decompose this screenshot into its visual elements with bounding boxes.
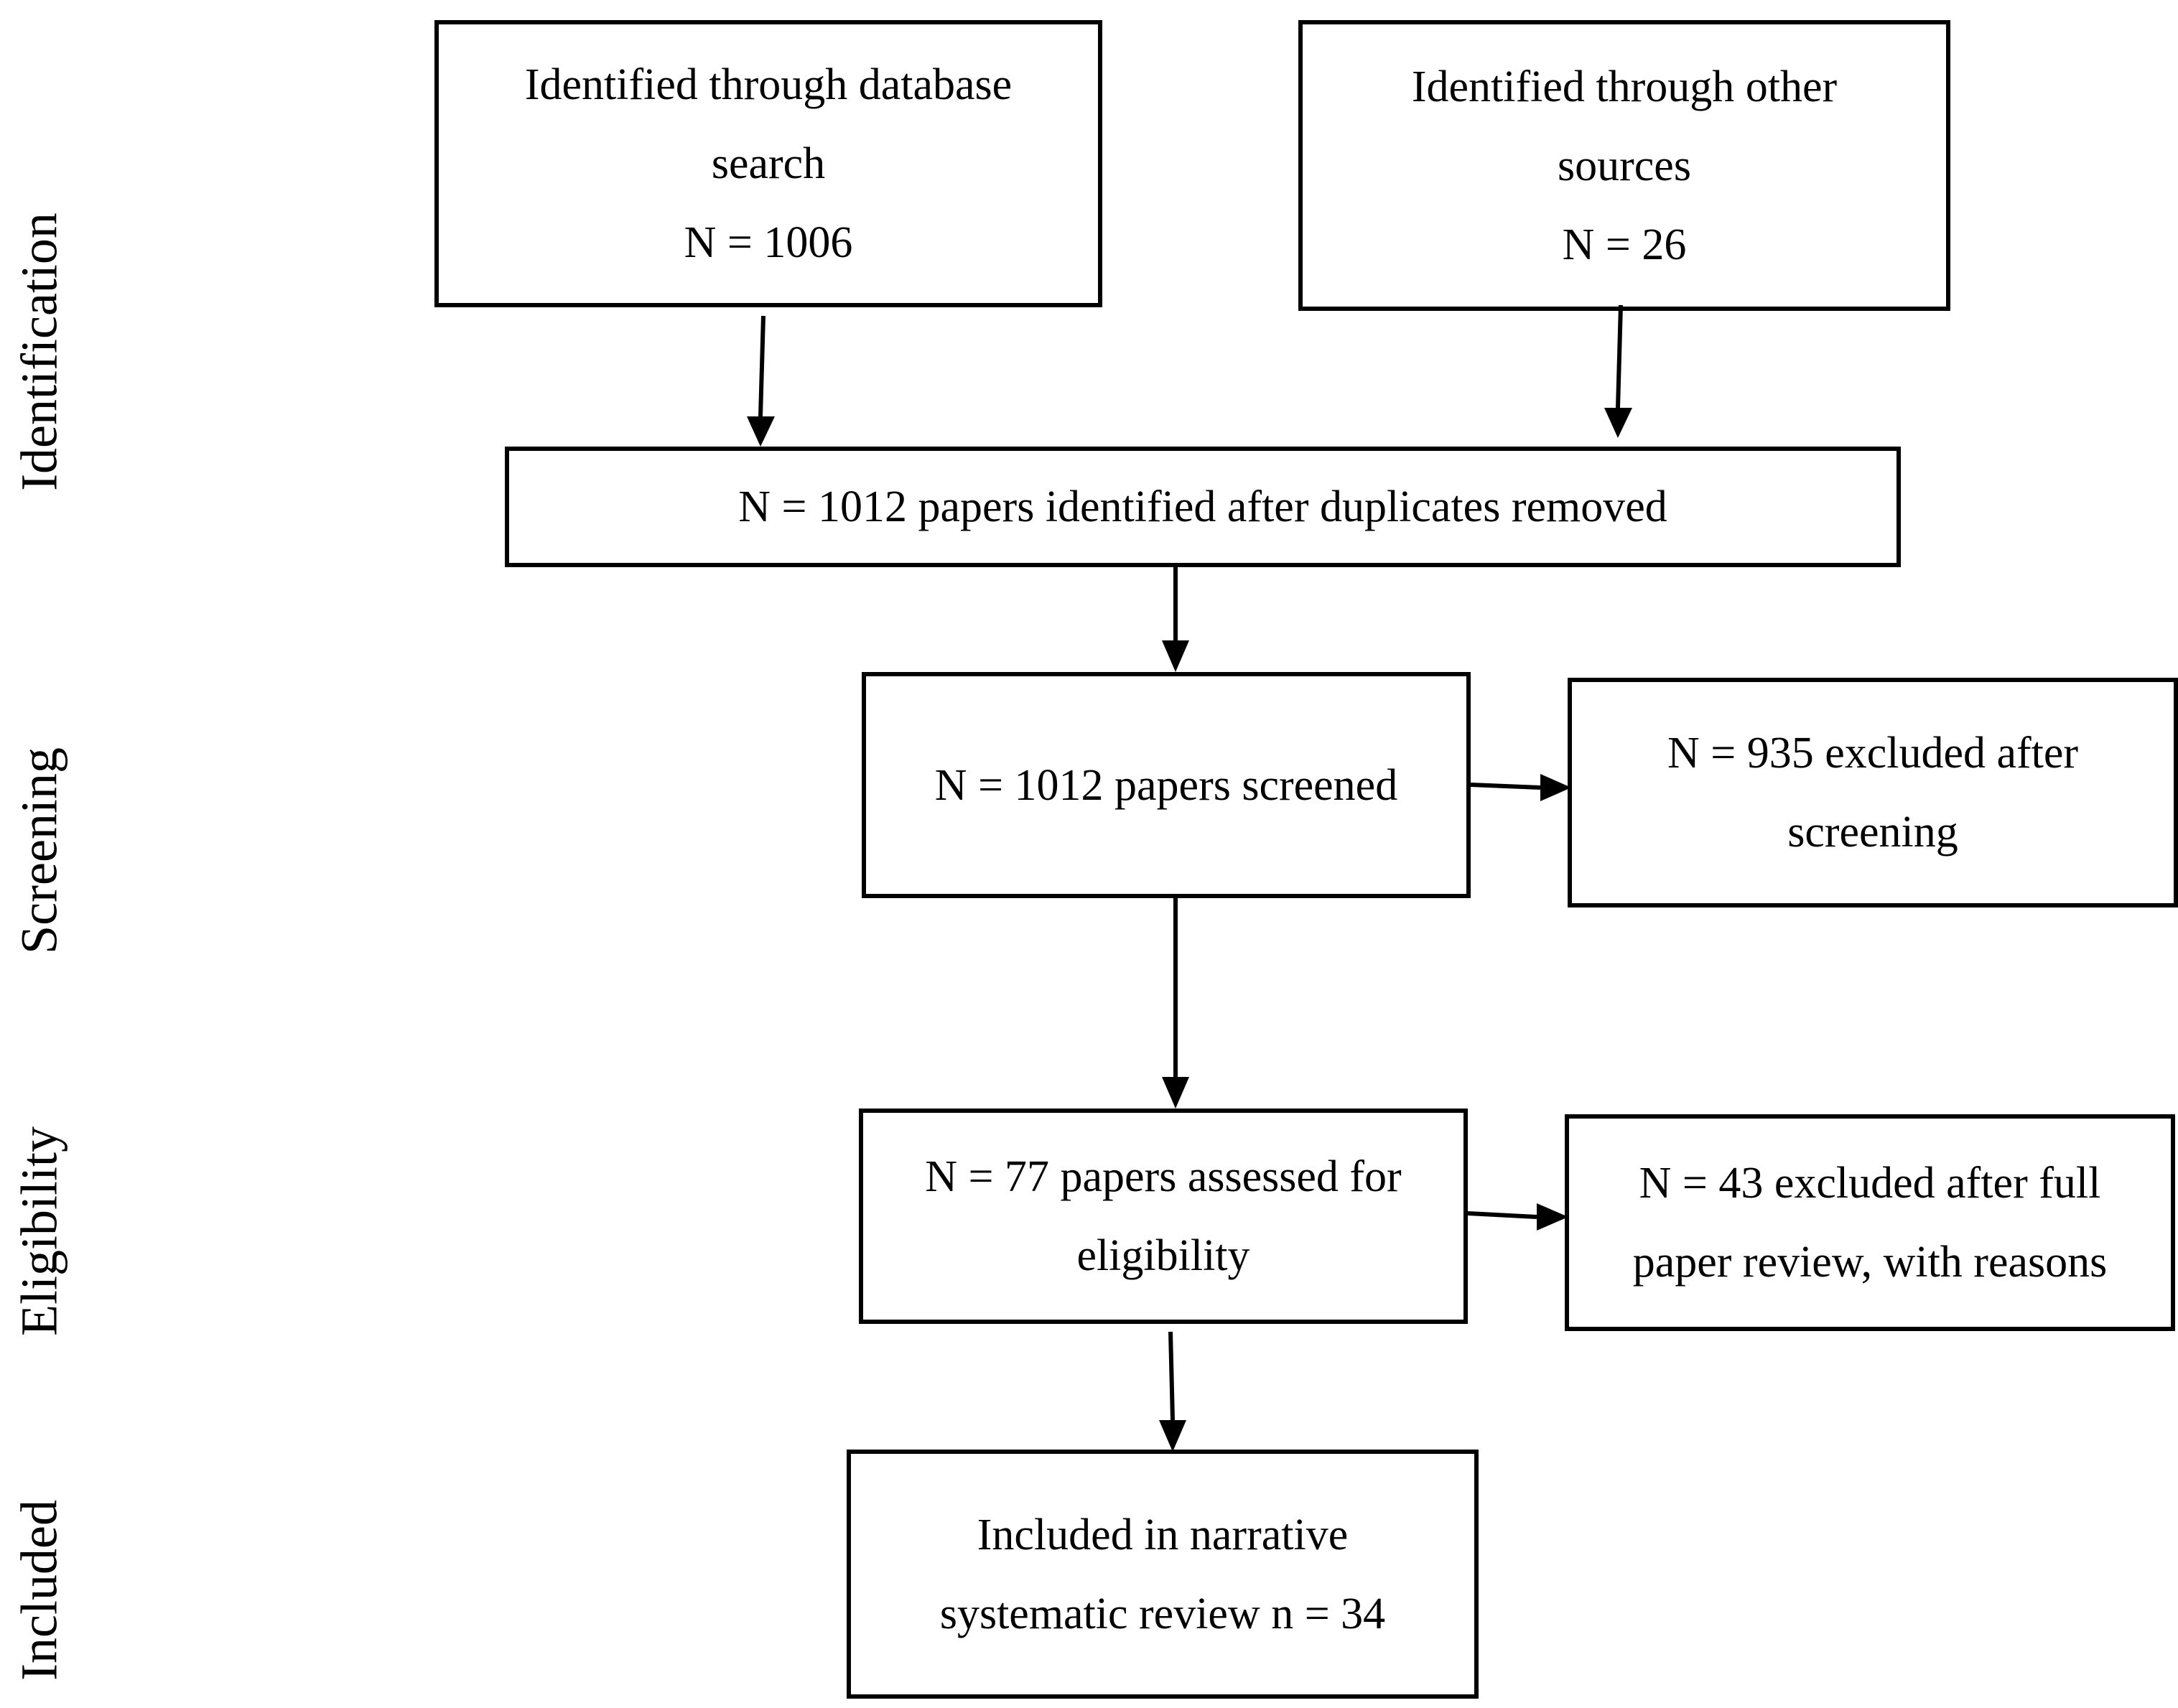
arrowhead-down (1604, 408, 1632, 438)
box-text-line: N = 935 excluded after (1667, 729, 2079, 778)
arrowhead-down (747, 416, 775, 447)
arrowhead-right (1540, 774, 1571, 801)
box-text-line: paper review, with reasons (1632, 1238, 2108, 1287)
box-text-line: screening (1787, 808, 1958, 857)
arrow-other-to-duplicates (1616, 304, 1623, 409)
box-text-line: N = 1006 (684, 218, 853, 267)
box-text-line: Identified through other (1411, 62, 1838, 111)
box-other-sources: Identified through other sources N = 26 (1298, 20, 1950, 311)
box-text-line: N = 43 excluded after full (1639, 1159, 2101, 1208)
box-text-line: N = 1012 papers screened (934, 760, 1398, 810)
arrow-eligibility-to-included (1168, 1331, 1175, 1421)
box-screened: N = 1012 papers screened (862, 672, 1471, 898)
stage-label-eligibility: Eligibility (10, 1126, 68, 1337)
box-text-line: N = 77 papers assessed for (925, 1152, 1402, 1201)
stage-label-identification: Identification (10, 213, 68, 491)
stage-label-screening: Screening (10, 747, 68, 954)
arrowhead-right (1537, 1203, 1568, 1231)
arrowhead-down (1162, 640, 1189, 672)
box-text-line: Identified through database (524, 60, 1013, 109)
box-text-line: Included in narrative (977, 1510, 1349, 1559)
arrowhead-down (1159, 1420, 1186, 1452)
box-database-search: Identified through database search N = 1… (434, 20, 1102, 307)
arrow-database-to-duplicates (758, 315, 765, 417)
box-assessed-eligibility: N = 77 papers assessed for eligibility (859, 1109, 1468, 1324)
box-excluded-screening: N = 935 excluded after screening (1568, 678, 2178, 907)
box-text-line: N = 26 (1562, 220, 1687, 269)
arrow-eligibility-to-excluded (1467, 1211, 1537, 1219)
stage-label-included: Included (10, 1500, 68, 1681)
arrowhead-down (1162, 1077, 1189, 1109)
box-text-line: search (711, 139, 826, 188)
box-text-line: sources (1558, 141, 1691, 190)
box-text-line: systematic review n = 34 (939, 1589, 1386, 1638)
box-text-line: N = 1012 papers identified after duplica… (738, 482, 1667, 531)
arrow-screened-to-excluded (1470, 783, 1541, 790)
box-duplicates-removed: N = 1012 papers identified after duplica… (505, 447, 1901, 567)
box-text-line: eligibility (1076, 1231, 1250, 1280)
box-excluded-full-review: N = 43 excluded after full paper review,… (1565, 1114, 2175, 1331)
box-included-review: Included in narrative systematic review … (847, 1450, 1479, 1699)
